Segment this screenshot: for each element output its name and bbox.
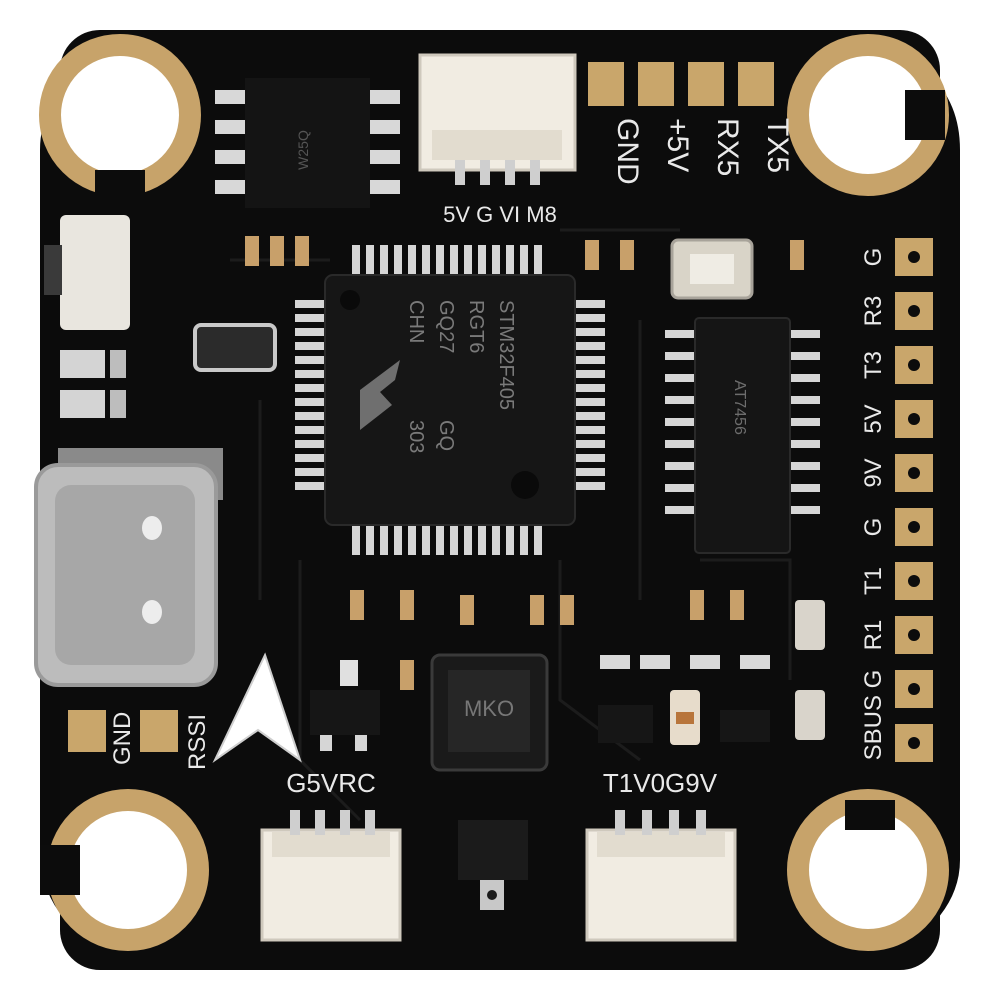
right-pad-label-r1: R1 xyxy=(860,620,887,651)
boot-button[interactable] xyxy=(44,215,130,330)
top-connector-label: 5V G VI M8 xyxy=(443,202,557,227)
bottom-right-connector-label: T1V0G9V xyxy=(603,768,718,798)
mounting-hole-top-right xyxy=(787,34,949,196)
pad-label-rssi: RSSI xyxy=(184,714,211,770)
st-logo-icon xyxy=(360,360,400,430)
pad-label-plus5v: +5V xyxy=(661,118,694,172)
right-pad-label-sbus-g: SBUS G xyxy=(860,670,887,761)
flash-chip: W25Q xyxy=(215,78,400,208)
osd-marking: AT7456 xyxy=(731,380,748,435)
pad-label-gnd: GND xyxy=(611,118,644,185)
usb-c-connector xyxy=(34,448,223,687)
passive-components-left xyxy=(60,236,825,745)
right-pad-label-5v: 5V xyxy=(860,404,887,433)
pad-label-tx5: TX5 xyxy=(761,118,794,173)
mcu-marking-2: RGT6 xyxy=(465,300,487,353)
flash-marking: W25Q xyxy=(295,130,311,170)
pad-gnd-left xyxy=(68,710,106,752)
mcu-pins xyxy=(295,245,605,555)
right-pad-label-r3: R3 xyxy=(860,296,887,327)
mounting-hole-bottom-right xyxy=(787,789,949,951)
bottom-left-connector-label: G5VRC xyxy=(286,768,376,798)
bottom-left-connector xyxy=(260,810,402,942)
top-connector xyxy=(418,53,577,185)
right-pad-label-g1: G xyxy=(860,248,887,267)
mcu-chip: STM32F405 RGT6 GQ27 CHN GQ 303 xyxy=(324,274,576,526)
right-pad-label-t1: T1 xyxy=(860,567,887,595)
mounting-hole-bottom-left xyxy=(40,789,209,951)
imu-chip: MKO xyxy=(430,653,549,772)
mcu-marking-4: CHN xyxy=(405,300,427,343)
osd-chip: AT7456 xyxy=(665,317,820,554)
uart5-pads xyxy=(588,62,774,106)
imu-marking: MKO xyxy=(464,696,514,721)
mcu-marking-6: 303 xyxy=(405,420,427,453)
bottom-center-chip xyxy=(458,820,528,910)
mcu-marking-5: GQ xyxy=(435,420,457,451)
bottom-right-connector xyxy=(585,810,737,942)
voltage-regulators xyxy=(310,690,770,751)
direction-arrow-icon xyxy=(212,652,302,763)
right-pad-label-9v: 9V xyxy=(860,458,887,487)
right-pad-label-t3: T3 xyxy=(860,351,887,379)
right-pad-column xyxy=(895,238,933,762)
mcu-marking-3: GQ27 xyxy=(435,300,457,353)
pad-label-rx5: RX5 xyxy=(711,118,744,176)
right-pad-label-g2: G xyxy=(860,518,887,537)
mounting-hole-top-left xyxy=(39,34,201,200)
mcu-marking-1: STM32F405 xyxy=(495,300,517,410)
pad-label-gnd-left: GND xyxy=(109,712,136,765)
pad-rssi xyxy=(140,710,178,752)
crystal-oscillator xyxy=(670,238,754,300)
